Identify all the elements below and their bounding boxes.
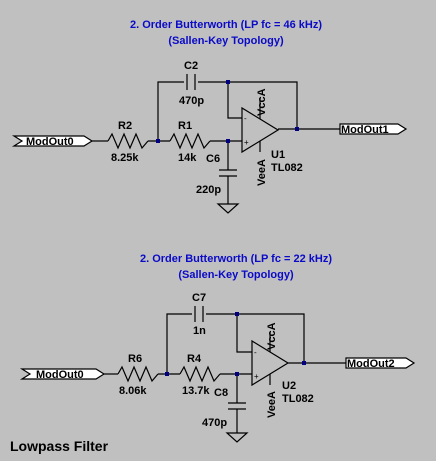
circuit-1-vee-label: VeeA <box>256 159 268 186</box>
circuit-1-input-net-label: ModOut0 <box>26 136 74 148</box>
circuit-2-c8-value: 470p <box>202 417 227 429</box>
circuit-1-capacitor-c6[interactable] <box>219 169 237 177</box>
circuit-1-opamp-plus: + <box>244 138 249 147</box>
circuit-1-r1-ref: R1 <box>178 120 192 132</box>
circuit-2-junction <box>235 312 239 316</box>
circuit-2-c7-value: 1n <box>193 325 206 337</box>
circuit-1-c2-value: 470p <box>179 95 204 107</box>
circuit-1-input-net-flag[interactable] <box>11 135 94 147</box>
circuit-1-r2-value: 8.25k <box>111 152 139 164</box>
circuit-2-subtitle: (Sallen-Key Topology) <box>178 269 294 281</box>
circuit-1: 2. Order Butterworth (LP fc = 46 kHz) (S… <box>11 19 408 214</box>
circuit-2-wire-feedback-left <box>166 313 192 374</box>
circuit-1-c6-ref: C6 <box>206 153 220 165</box>
circuit-2-r4-ref: R4 <box>187 353 202 365</box>
circuit-2-title: 2. Order Butterworth (LP fc = 22 kHz) <box>140 253 332 265</box>
circuit-2-opamp-part: TL082 <box>282 393 314 405</box>
circuit-2-junction <box>235 372 239 376</box>
circuit-2-opamp-plus: + <box>254 372 259 381</box>
circuit-2-capacitor-c8[interactable] <box>228 402 246 410</box>
circuit-2-input-net-flag[interactable] <box>19 368 106 380</box>
circuit-2-ground-icon <box>225 432 249 443</box>
circuit-2-junction <box>302 361 306 365</box>
circuit-1-resistor-r2[interactable] <box>107 132 149 150</box>
circuit-2-junction <box>165 372 169 376</box>
page-caption: Lowpass Filter <box>10 438 109 454</box>
circuit-2-vee-label: VeeA <box>266 391 278 418</box>
circuit-1-ground-icon <box>216 203 240 214</box>
circuit-1-vcc-label: VccA <box>256 88 268 116</box>
circuit-2: 2. Order Butterworth (LP fc = 22 kHz) (S… <box>19 253 416 443</box>
circuit-1-c6-value: 220p <box>196 184 221 196</box>
circuit-1-wire-feedback-right <box>198 81 298 129</box>
circuit-1-output-net-label: ModOut1 <box>341 124 389 136</box>
circuit-1-wire-feedback-left <box>157 81 184 141</box>
circuit-2-c7-ref: C7 <box>192 292 206 304</box>
circuit-1-wire-minus-follower <box>227 82 242 119</box>
circuit-1-junction <box>295 127 299 131</box>
circuit-1-capacitor-c2[interactable] <box>186 74 196 90</box>
circuit-1-opamp-part: TL082 <box>271 162 303 174</box>
circuit-1-r2-ref: R2 <box>118 120 132 132</box>
circuit-1-subtitle: (Sallen-Key Topology) <box>168 35 284 47</box>
circuit-2-output-net-label: ModOut2 <box>347 358 395 370</box>
circuit-2-input-net-label: ModOut0 <box>36 369 84 381</box>
circuit-2-resistor-r4[interactable] <box>179 365 221 383</box>
circuit-2-output-net-flag[interactable] <box>345 357 416 369</box>
circuit-1-title: 2. Order Butterworth (LP fc = 46 kHz) <box>130 19 322 31</box>
circuit-1-r1-value: 14k <box>178 152 197 164</box>
circuit-2-c8-ref: C8 <box>214 387 228 399</box>
circuit-2-opamp-ref: U2 <box>282 380 296 392</box>
circuit-2-r4-value: 13.7k <box>182 385 210 397</box>
circuit-1-junction <box>226 139 230 143</box>
circuit-1-c2-ref: C2 <box>184 60 198 72</box>
circuit-2-r6-ref: R6 <box>128 353 142 365</box>
circuit-1-opamp-ref: U1 <box>271 149 285 161</box>
circuit-1-output-net-flag[interactable] <box>339 123 408 135</box>
circuit-1-junction <box>156 139 160 143</box>
circuit-1-junction <box>226 80 230 84</box>
circuit-2-opamp-minus: - <box>254 348 257 357</box>
circuit-1-opamp-minus: - <box>244 114 247 123</box>
circuit-2-vcc-label: VccA <box>266 322 278 350</box>
circuit-2-wire-minus-follower <box>236 314 252 353</box>
circuit-2-r6-value: 8.06k <box>119 385 147 397</box>
circuit-2-resistor-r6[interactable] <box>117 365 159 383</box>
circuit-1-resistor-r1[interactable] <box>169 132 211 150</box>
circuit-2-capacitor-c7[interactable] <box>194 306 204 322</box>
